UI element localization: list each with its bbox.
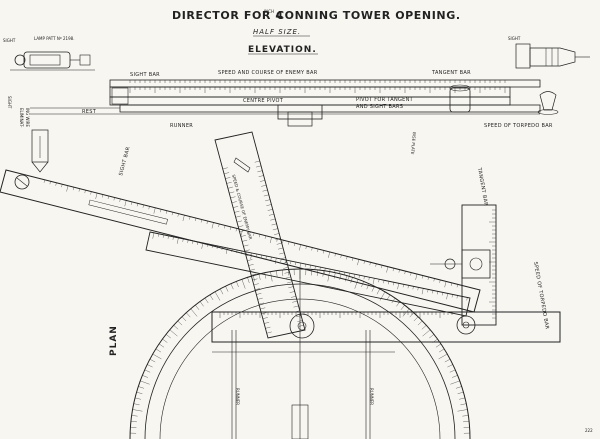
runner-label-left: RUNNER: [235, 388, 240, 405]
runner-label-top: RUNNER: [170, 123, 193, 129]
speed-torpedo-plan-label: SPEED OF TORPEDO BAR: [532, 261, 550, 330]
tangent-bar-label: TANGENT BAR: [431, 70, 471, 76]
tangent-bar-plan-label: TANGENT BAR: [476, 166, 489, 207]
elevation-heading: ELEVATION.: [248, 45, 317, 55]
eliminating-wire-label-1: ELIMINAT-: [19, 108, 24, 128]
speed-course-bar-label: SPEED AND COURSE OF ENEMY BAR: [218, 70, 318, 76]
pivot-tangent-label-2: AND SIGHT BARS: [356, 104, 403, 110]
speed-course-bar-plan: [145, 231, 471, 317]
tangent-bar-plan: [430, 204, 497, 326]
right-sight-assembly: SIGHT: [508, 36, 590, 69]
drawing-title-prefix: DIRECTOR FOR 4: [172, 9, 284, 22]
tangent-strip: [214, 131, 315, 339]
plan-heading: PLAN: [109, 325, 119, 356]
vertical-sight-label: SIGHT: [7, 96, 12, 109]
speed-torpedo-bar-label: SPEED OF TORPEDO BAR: [484, 123, 553, 129]
sight-bar-label: SIGHT BAR: [130, 72, 160, 78]
plan-quadrant: [129, 268, 471, 439]
pivot-tangent-label-1: PIVOT FOR TANGENT: [356, 97, 414, 103]
sight-label-right: SIGHT: [508, 36, 521, 41]
runner-label-right: RUNNER: [369, 388, 374, 405]
page-number: 222: [585, 428, 593, 433]
centre-pivot-label: CENTRE PIVOT: [243, 98, 284, 104]
sight-label-left: SIGHT: [3, 38, 16, 43]
scale-label: HALF SIZE.: [253, 28, 301, 36]
drawing-title-suffix: CONNING TOWER OPENING.: [276, 9, 461, 22]
rest-label: REST: [82, 109, 97, 115]
vertical-sight: SIGHT ELIMINAT- ING WIRE: [7, 96, 49, 173]
bise-plate-label: BISE PLATE: [410, 132, 417, 155]
pivot-hardware: [277, 84, 559, 127]
sight-bar-plan-label: SIGHT BAR: [118, 146, 132, 177]
drawing-title-superscript: INCH: [264, 9, 274, 14]
eliminating-wire-label-2: ING WIRE: [25, 108, 30, 127]
lamp-assembly: SIGHT LAMP PATT Nº 2198.: [3, 36, 95, 71]
lamp-label: LAMP PATT Nº 2198.: [34, 36, 74, 41]
sight-bar-plan: [0, 169, 481, 313]
torpedo-bar-plan: [211, 311, 561, 343]
